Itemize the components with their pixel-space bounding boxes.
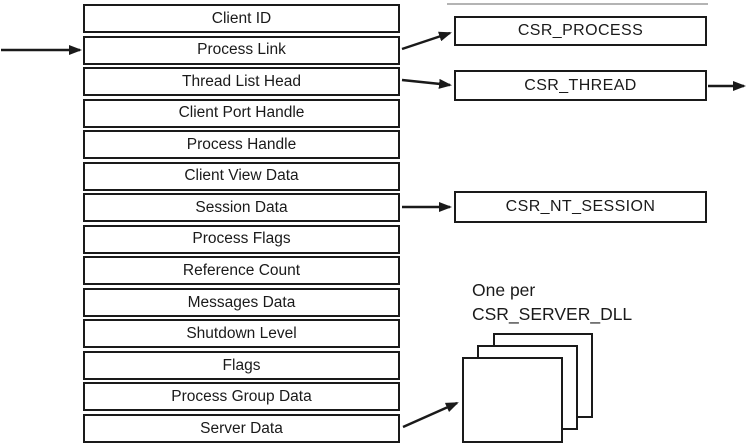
field-messages-data: Messages Data — [83, 287, 400, 317]
arrow-server-data-to-server-dll-stack — [402, 401, 459, 429]
csr-process-box: CSR_PROCESS — [454, 16, 707, 46]
csr-nt-session-box: CSR_NT_SESSION — [454, 191, 707, 223]
field-flags: Flags — [83, 350, 400, 380]
field-client-view-data: Client View Data — [83, 161, 400, 191]
field-client-port-handle: Client Port Handle — [83, 98, 400, 128]
field-reference-count: Reference Count — [83, 256, 400, 286]
csr-thread-box: CSR_THREAD — [454, 70, 707, 101]
field-process-link: Process Link — [83, 35, 400, 65]
field-thread-list-head: Thread List Head — [83, 67, 400, 97]
arrow-process-link-to-csr-process — [401, 31, 452, 51]
note-line-2: CSR_SERVER_DLL — [472, 304, 633, 324]
field-server-data: Server Data — [83, 413, 400, 443]
field-shutdown-level: Shutdown Level — [83, 319, 400, 349]
field-process-handle: Process Handle — [83, 130, 400, 160]
csr-process-field-stack: Client ID Process Link Thread List Head … — [83, 4, 400, 443]
field-process-group-data: Process Group Data — [83, 382, 400, 412]
field-client-id: Client ID — [83, 4, 400, 33]
cropped-edge-artifact — [447, 3, 708, 5]
server-dll-card-front — [462, 357, 563, 443]
arrow-thread-list-head-to-csr-thread — [401, 78, 452, 89]
one-per-note: One per CSR_SERVER_DLL — [472, 278, 632, 326]
note-line-1: One per — [472, 280, 536, 300]
field-session-data: Session Data — [83, 193, 400, 223]
field-process-flags: Process Flags — [83, 224, 400, 254]
